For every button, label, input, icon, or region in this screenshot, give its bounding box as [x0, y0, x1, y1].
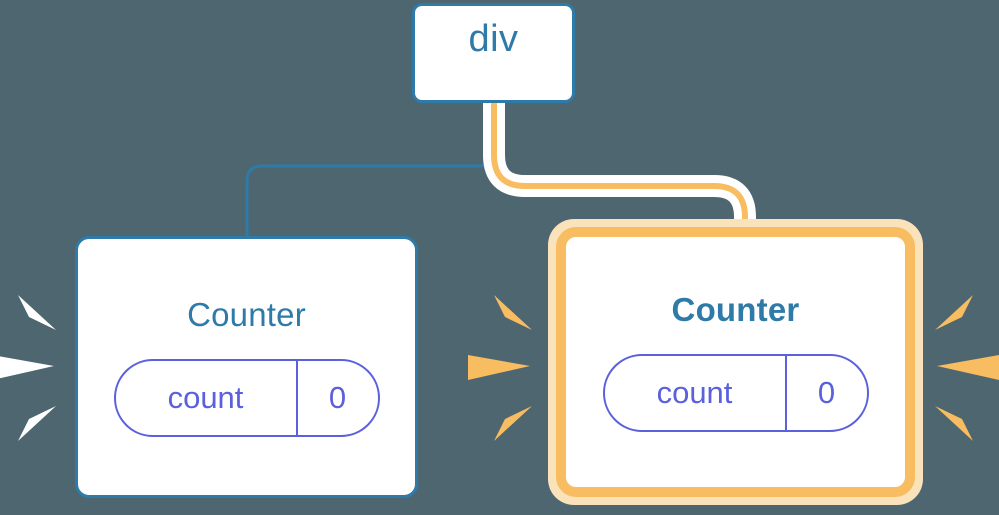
node-counter-left-label: Counter: [187, 295, 306, 333]
connector-div-to-counter-left: [245, 101, 496, 239]
state-pill-counter-right: count 0: [602, 353, 869, 432]
node-counter-right[interactable]: Counter count 0: [556, 227, 915, 497]
node-div[interactable]: div: [412, 3, 575, 103]
node-counter-right-label: Counter: [671, 290, 800, 328]
connector-div-to-counter-right: [491, 103, 748, 240]
node-counter-left[interactable]: Counter count 0: [75, 236, 418, 498]
state-key-counter-right: count: [605, 355, 787, 430]
state-value-counter-right: 0: [817, 374, 836, 410]
state-pill-counter-left: count 0: [113, 358, 380, 437]
state-value-counter-left: 0: [328, 379, 347, 415]
node-div-label: div: [468, 18, 519, 60]
state-key-counter-left: count: [116, 360, 298, 435]
